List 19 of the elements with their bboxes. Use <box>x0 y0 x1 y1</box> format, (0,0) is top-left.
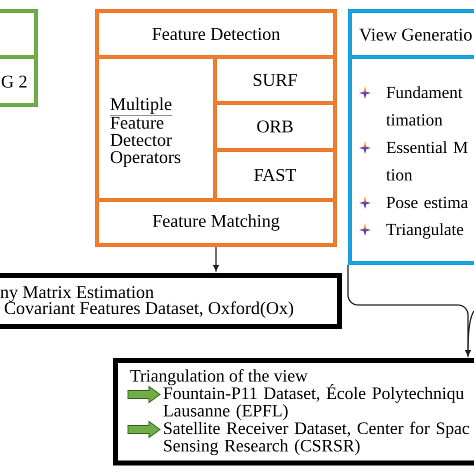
table-cell: FAST <box>215 150 337 200</box>
list-item-text: Pose estima <box>386 196 468 208</box>
header-cell: Feature Detection <box>95 9 337 57</box>
list-item-text: Triangulate <box>386 223 464 239</box>
heading-text: Triangulation of the view <box>130 369 308 386</box>
table-cell <box>0 9 38 57</box>
header-cell: View Generatio <box>348 9 474 57</box>
table-cell: ORB <box>215 103 337 150</box>
heading-text: ny Matrix Estimation <box>0 286 154 302</box>
arrow <box>213 247 219 272</box>
list-item-text: Fundament timation <box>386 86 462 126</box>
item-text: Covariant Features Dataset, Oxford(Ox) <box>4 301 294 318</box>
table-cell: SURF <box>215 57 337 103</box>
item-text: Satellite Receiver Dataset, Center for Spac Sensing Research (CSRSR) <box>164 422 470 456</box>
table-cell: Multiple Feature Detector Operators <box>95 57 215 200</box>
arrow <box>465 310 474 356</box>
list-item-text: Essential M tion <box>386 141 468 181</box>
footer-cell: Feature Matching <box>95 200 337 247</box>
table-cell: G 2 <box>0 57 38 107</box>
